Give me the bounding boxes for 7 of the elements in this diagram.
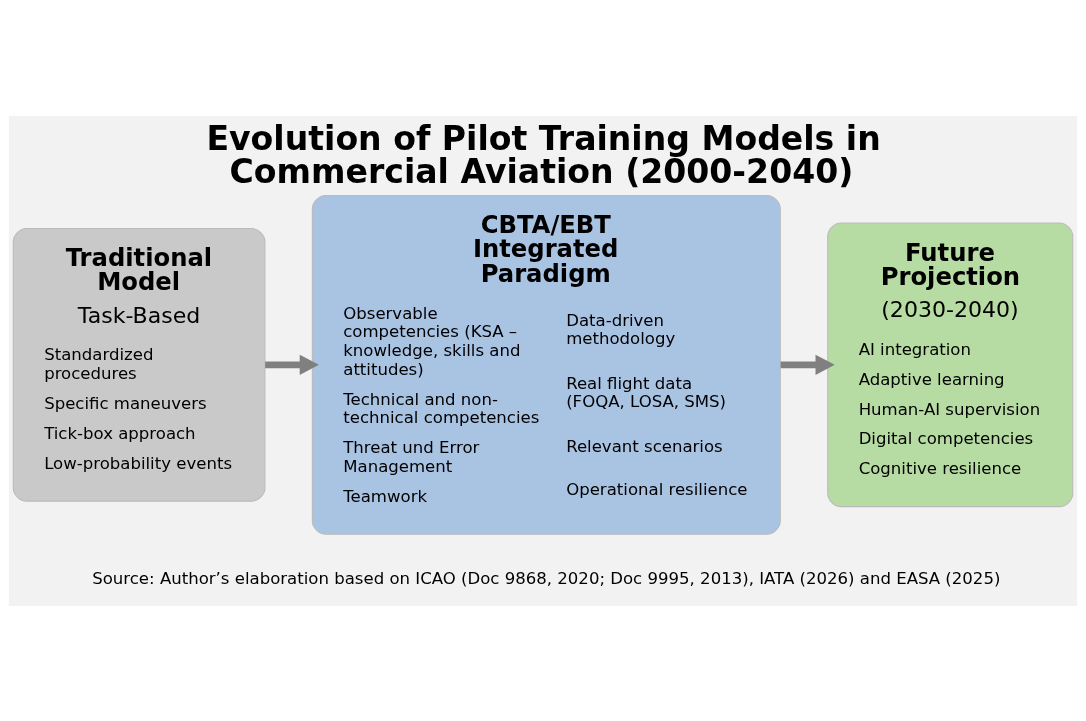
node-box: Future Projection (2030-2040) AI integration Adaptive learning Human-AI supervision Digital competencies Cognitive resilience bbox=[827, 222, 1074, 507]
node-box: CBTA/EBT Integrated Paradigm Observable competencies (KSA – knowledge, skills and attitudes) Technical and non-technical competencies Threat und Error Management Teamwork Data-driven methodology Real flight data (FOQA, LOSA, SMS) Relevant scenarios Operational resilience bbox=[311, 194, 781, 535]
caption: Source: Author’s elaboration based on ICAO (Doc 9868, 2020; Doc 9995, 2013), IATA (2026) and EASA (2025) bbox=[92, 568, 1001, 588]
arrow bbox=[780, 354, 835, 375]
arrow bbox=[265, 354, 319, 375]
diagram-title: Evolution of Pilot Training Models in Commercial Aviation (2000-2040) bbox=[206, 118, 881, 191]
node-box: Traditional Model Task-Based Standardized procedures Specific maneuvers Tick-box approach Low-probability events bbox=[12, 227, 266, 502]
